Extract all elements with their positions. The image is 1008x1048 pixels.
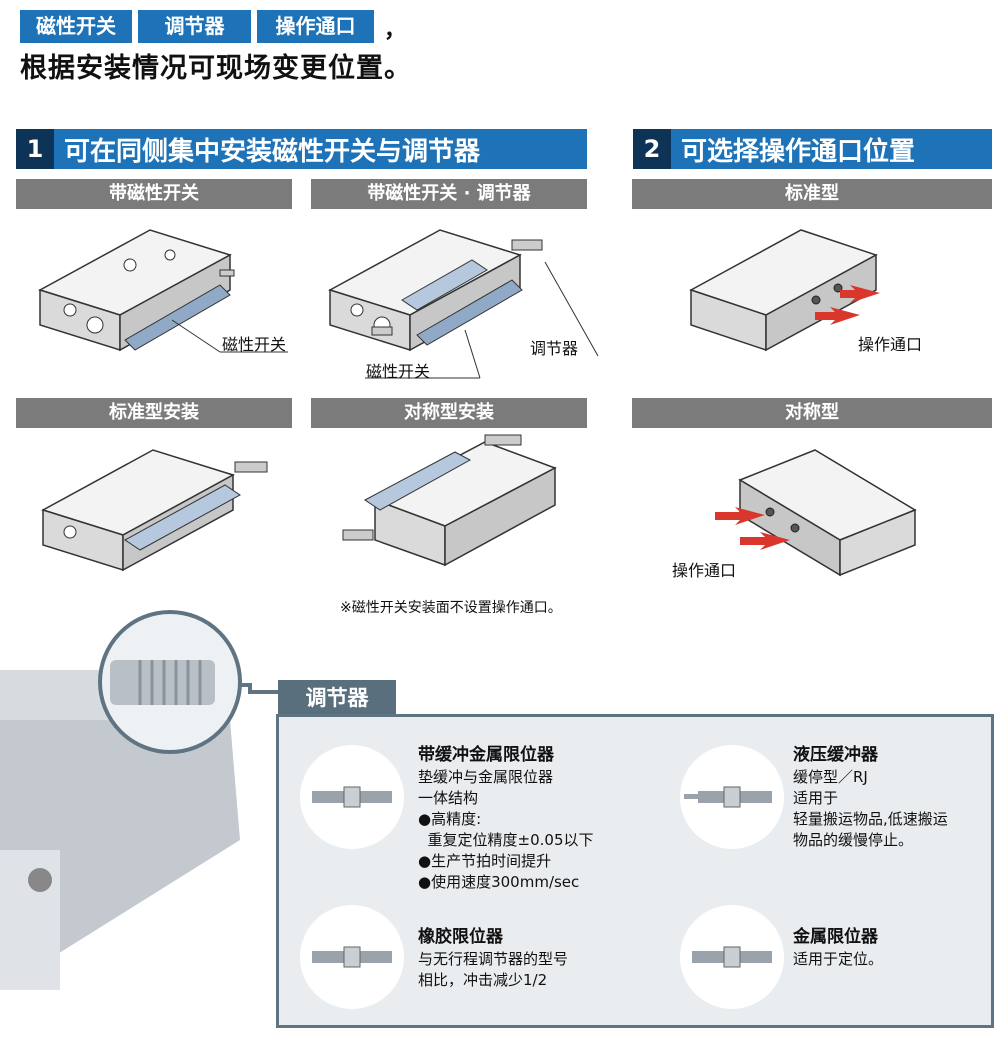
- item-image-circle: [300, 745, 404, 849]
- adjuster-bolt-figure: [312, 946, 392, 968]
- bar-symmetric-type: 对称型: [632, 398, 992, 428]
- slide-table-figure: [342, 434, 557, 567]
- section2-title: 可选择操作通口位置: [681, 136, 916, 167]
- bar-switch-adjuster: 带磁性开关 · 调节器: [311, 179, 587, 209]
- slide-table-figure: [328, 229, 543, 352]
- label-adjuster: 调节器: [530, 339, 579, 358]
- mount-note: ※磁性开关安装面不设置操作通口。: [340, 600, 562, 616]
- label-switch-b: 磁性开关: [366, 362, 431, 381]
- callout-lines-switch-adjuster: [365, 261, 599, 379]
- tag-switch: 磁性开关: [20, 10, 132, 43]
- bar-with-switch: 带磁性开关: [16, 179, 292, 209]
- item-title-rubber-stopper: 橡胶限位器: [418, 927, 503, 947]
- bar-standard-type: 标准型: [632, 179, 992, 209]
- title-comma: ，: [384, 18, 407, 43]
- tag-adjuster: 调节器: [138, 10, 251, 43]
- section1-number: 1: [16, 129, 54, 169]
- tag-port: 操作通口: [257, 10, 374, 43]
- bar-symmetric-mount: 对称型安装: [311, 398, 587, 428]
- slide-table-figure: [38, 229, 235, 352]
- section2-number: 2: [633, 129, 671, 169]
- section1-header: 1 可在同侧集中安装磁性开关与调节器: [16, 129, 587, 169]
- bar-standard-mount: 标准型安装: [16, 398, 292, 428]
- label-port-b: 操作通口: [672, 561, 737, 580]
- slide-table-figure: [738, 449, 917, 577]
- section1-title: 可在同侧集中安装磁性开关与调节器: [64, 136, 481, 167]
- item-title-cushion-stopper: 带缓冲金属限位器: [418, 745, 554, 765]
- slide-table-figure: [689, 229, 878, 352]
- item-title-shock-absorber: 液压缓冲器: [793, 745, 878, 765]
- product-photo: [0, 610, 278, 990]
- page-subtitle: 根据安装情况可现场变更位置。: [20, 53, 412, 84]
- slide-table-figure: [41, 449, 268, 572]
- label-switch-a: 磁性开关: [222, 335, 287, 354]
- item-title-metal-stopper: 金属限位器: [793, 927, 878, 947]
- callout-line-switch: [171, 319, 288, 353]
- adjuster-bolt-figure: [312, 786, 392, 808]
- label-port-a: 操作通口: [858, 335, 923, 354]
- item-image-circle: [680, 905, 784, 1009]
- item-text-cushion-stopper: 垫缓冲与金属限位器 一体结构 ●高精度: 重复定位精度±0.05以下 ●生产节拍…: [418, 768, 594, 891]
- red-arrow-icon: [815, 285, 880, 325]
- item-text-rubber-stopper: 与无行程调节器的型号 相比，冲击减少1/2: [418, 950, 569, 989]
- item-image-circle: [300, 905, 404, 1009]
- adjuster-panel-tab: 调节器: [278, 680, 396, 716]
- red-arrow-icon: [715, 507, 790, 550]
- adjuster-bolt-figure: [692, 946, 772, 968]
- section2-header: 2 可选择操作通口位置: [633, 129, 992, 169]
- item-image-circle: [680, 745, 784, 849]
- item-text-metal-stopper: 适用于定位。: [793, 950, 884, 968]
- item-text-shock-absorber: 缓停型／RJ 适用于 轻量搬运物品,低速搬运 物品的缓慢停止。: [793, 768, 948, 849]
- adjuster-bolt-figure: [684, 786, 772, 808]
